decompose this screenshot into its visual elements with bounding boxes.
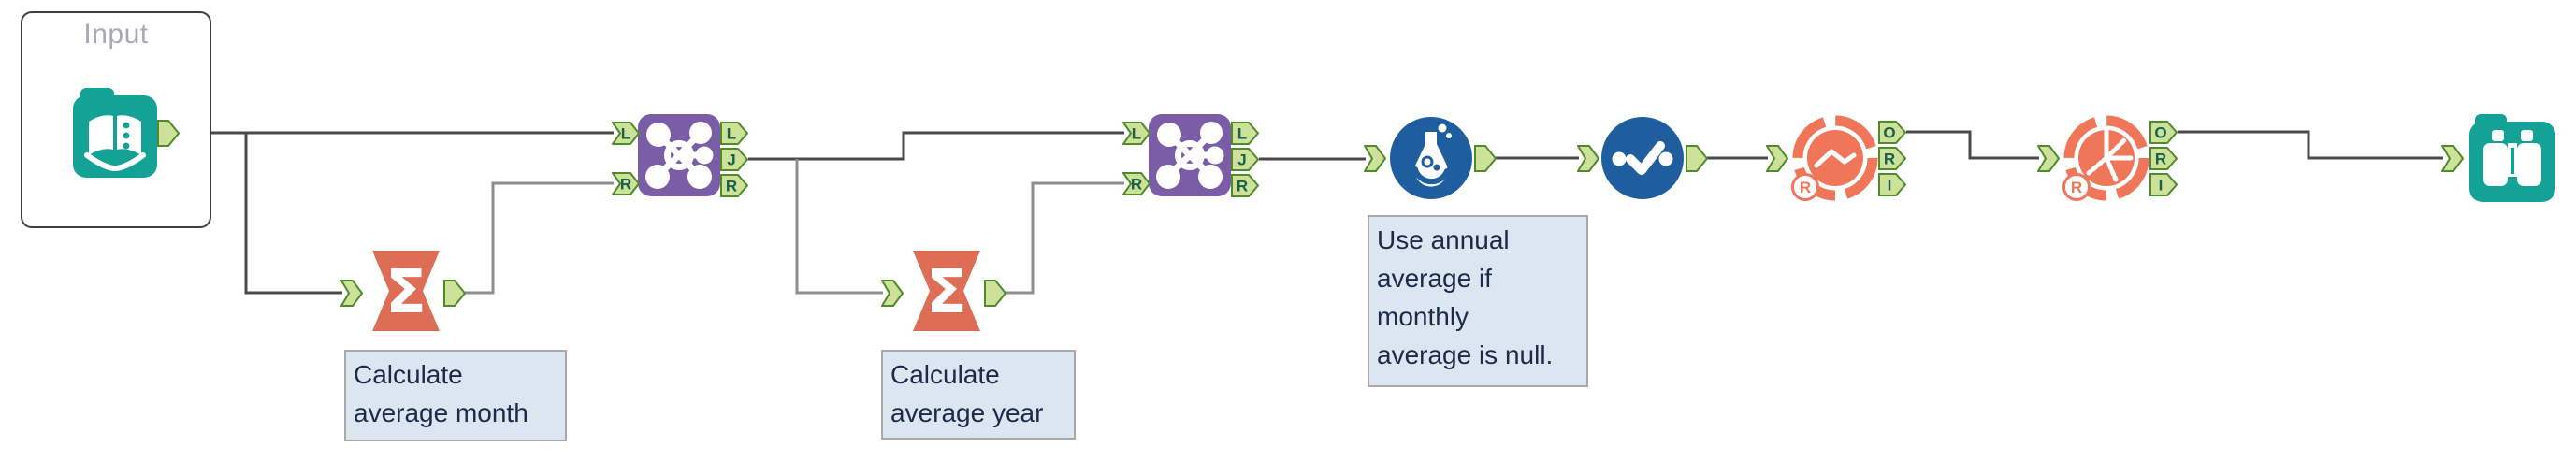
join2-input-R-anchor[interactable]: R: [1122, 172, 1151, 195]
join1-output-R-anchor[interactable]: R: [720, 174, 748, 197]
select-tool[interactable]: [1601, 117, 1684, 199]
ts1-output-O-anchor[interactable]: O: [1878, 121, 1906, 144]
anchor-letter: O: [2154, 124, 2166, 142]
wire-ts1-O-to-ts2: [1906, 130, 2039, 160]
wire-join1-J-to-join2-L: [748, 131, 1124, 161]
binoculars-icon: [2469, 114, 2555, 202]
wire-join1-J-to-summarize2: [795, 159, 883, 295]
summarize-year-tool[interactable]: Σ: [907, 249, 982, 333]
join-year-tool[interactable]: [1149, 114, 1231, 196]
anchor-letter: R: [1237, 178, 1248, 195]
anchor-letter: L: [1132, 125, 1141, 143]
annotation-formula-note[interactable]: Use annual average if monthly average is…: [1368, 215, 1588, 387]
open-book-icon: [73, 88, 157, 178]
anchor-letter: R: [2155, 151, 2166, 168]
summarize1-input-anchor[interactable]: [340, 280, 363, 307]
join-molecule-icon: [638, 114, 720, 196]
annotation-average-year[interactable]: Calculate average year: [881, 350, 1076, 440]
anchor-letter: L: [727, 125, 736, 143]
join-molecule-icon: [1149, 114, 1231, 196]
annotation-average-month[interactable]: Calculate average month: [344, 350, 567, 441]
anchor-letter: R: [1131, 176, 1142, 194]
svg-text:Σ: Σ: [926, 258, 967, 327]
summarize1-output-anchor[interactable]: [443, 280, 466, 307]
summarize2-input-anchor[interactable]: [881, 280, 904, 307]
join2-output-J-anchor[interactable]: J: [1231, 148, 1259, 171]
checkmark-icon: [1601, 117, 1684, 199]
select-output-anchor[interactable]: [1686, 145, 1708, 172]
join2-output-R-anchor[interactable]: R: [1231, 174, 1259, 197]
anchor-letter: I: [1888, 177, 1892, 195]
ts-model-tool-1[interactable]: R: [1790, 113, 1880, 203]
svg-text:Σ: Σ: [385, 258, 427, 327]
join1-output-L-anchor[interactable]: L: [720, 122, 748, 145]
join-month-tool[interactable]: [638, 114, 720, 196]
join2-input-L-anchor[interactable]: L: [1122, 122, 1151, 145]
anchor-letter: R: [726, 178, 737, 195]
anchor-letter: O: [1883, 124, 1895, 142]
ts-model-tool-2[interactable]: R: [2062, 113, 2151, 203]
browse-input-anchor[interactable]: [2441, 145, 2464, 172]
input-data-tool[interactable]: [73, 88, 157, 178]
ts2-output-O-anchor[interactable]: O: [2149, 121, 2178, 144]
anchor-letter: R: [1884, 151, 1895, 168]
formula-input-anchor[interactable]: [1364, 145, 1386, 172]
anchor-letter: J: [1237, 151, 1246, 169]
anchor-letter: R: [620, 176, 631, 194]
ts1-output-R-anchor[interactable]: R: [1878, 147, 1906, 170]
join2-output-L-anchor[interactable]: L: [1231, 122, 1259, 145]
flask-icon: [1390, 117, 1472, 199]
ts2-output-I-anchor[interactable]: I: [2149, 173, 2178, 196]
anchor-letter: J: [727, 151, 735, 169]
wire-summarize2-to-join2-R: [1006, 181, 1124, 295]
sigma-icon: Σ: [372, 251, 440, 331]
browse-tool[interactable]: [2469, 114, 2555, 202]
formula-output-anchor[interactable]: [1474, 145, 1497, 172]
wire-input-to-summarize1: [244, 133, 342, 295]
anchor-letter: I: [2159, 177, 2164, 195]
ts1-output-I-anchor[interactable]: I: [1878, 173, 1906, 196]
join1-input-R-anchor[interactable]: R: [612, 172, 640, 195]
svg-text:R: R: [1800, 179, 1811, 196]
input-data-output-anchor[interactable]: [157, 120, 180, 147]
ts2-input-anchor[interactable]: [2037, 145, 2060, 172]
ts1-input-anchor[interactable]: [1766, 145, 1788, 172]
anchor-letter: L: [621, 125, 630, 143]
sigma-icon: Σ: [913, 251, 980, 331]
radial-spokes-ring-icon: [2063, 115, 2149, 201]
formula-tool[interactable]: [1390, 117, 1472, 199]
r-badge-icon: R: [1791, 173, 1819, 201]
anchor-letter: L: [1237, 125, 1247, 143]
r-badge-icon: R: [2062, 173, 2091, 201]
svg-text:R: R: [2071, 179, 2082, 196]
wire-summarize1-to-join1-R: [465, 181, 614, 295]
container-label: Input: [83, 19, 149, 50]
select-input-anchor[interactable]: [1577, 145, 1599, 172]
wire-ts2-O-to-browse: [2178, 130, 2443, 160]
summarize2-output-anchor[interactable]: [984, 280, 1006, 307]
summarize-month-tool[interactable]: Σ: [367, 249, 441, 333]
join1-output-J-anchor[interactable]: J: [720, 148, 748, 171]
join1-input-L-anchor[interactable]: L: [612, 122, 640, 145]
ts2-output-R-anchor[interactable]: R: [2149, 147, 2178, 170]
line-chart-ring-icon: [1792, 115, 1878, 201]
